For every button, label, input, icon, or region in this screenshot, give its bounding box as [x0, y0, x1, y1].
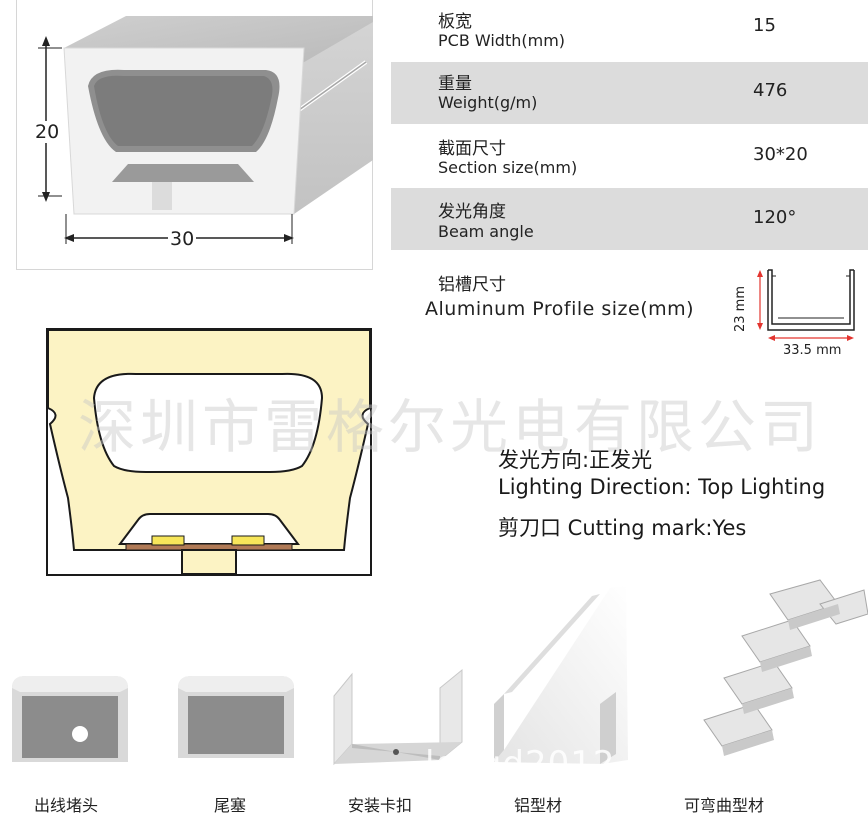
- spec-value: 30*20: [753, 144, 808, 165]
- spec-label-cn: 发光角度: [438, 202, 506, 222]
- accessory-label-aluminum: 铝型材: [514, 796, 563, 815]
- aluminum-label-en: Aluminum Profile size(mm): [425, 298, 695, 320]
- aluminum-height-label: 23 mm: [733, 285, 748, 332]
- neon-strip-3d-image: [38, 16, 373, 244]
- tail-plug-image: [178, 676, 294, 758]
- cross-section-diagram: [46, 328, 372, 576]
- lighting-direction-en: Lighting Direction: Top Lighting: [498, 475, 826, 499]
- spec-label-cn: 板宽: [438, 12, 472, 32]
- spec-label-en: Section size(mm): [438, 158, 578, 177]
- aluminum-width-label: 33.5 mm: [783, 343, 842, 358]
- accessory-label-bendable: 可弯曲型材: [684, 796, 765, 815]
- spec-value: 120°: [753, 207, 797, 228]
- mounting-clip-image: [333, 668, 463, 766]
- end-cap-with-hole-image: [12, 676, 128, 762]
- spec-label-cn: 截面尺寸: [438, 139, 506, 159]
- spec-row-weight: 重量 Weight(g/m) 476: [391, 62, 868, 124]
- aluminum-profile-image: [494, 586, 628, 764]
- cutting-mark: 剪刀口 Cutting mark:Yes: [498, 516, 747, 540]
- width-dimension-label: 30: [168, 228, 197, 250]
- aluminum-label-cn: 铝槽尺寸: [438, 275, 506, 295]
- aluminum-profile-diagram: [757, 269, 855, 341]
- spec-row-section-size: 截面尺寸 Section size(mm) 30*20: [391, 124, 868, 186]
- accessory-label-clip: 安装卡扣: [348, 796, 413, 815]
- spec-label-cn: 重量: [438, 74, 472, 94]
- company-watermark: 深圳市雷格尔光电有限公司: [78, 393, 823, 461]
- spec-row-pcb-width: 板宽 PCB Width(mm) 15: [391, 0, 868, 62]
- spec-label-en: Weight(g/m): [438, 93, 538, 112]
- spec-value: 15: [753, 15, 776, 36]
- spec-label-en: PCB Width(mm): [438, 31, 566, 50]
- lighting-direction-cn: 发光方向:正发光: [498, 448, 653, 472]
- accessory-label-end-cap: 出线堵头: [34, 796, 99, 815]
- bottom-watermark: longd2012 1688: [425, 744, 718, 784]
- accessory-label-tail-plug: 尾塞: [214, 796, 247, 815]
- bendable-profile-image: [703, 579, 868, 756]
- spec-value: 476: [753, 80, 788, 101]
- spec-row-beam-angle: 发光角度 Beam angle 120°: [391, 188, 868, 250]
- height-dimension-label: 20: [34, 121, 61, 143]
- spec-label-en: Beam angle: [438, 222, 534, 241]
